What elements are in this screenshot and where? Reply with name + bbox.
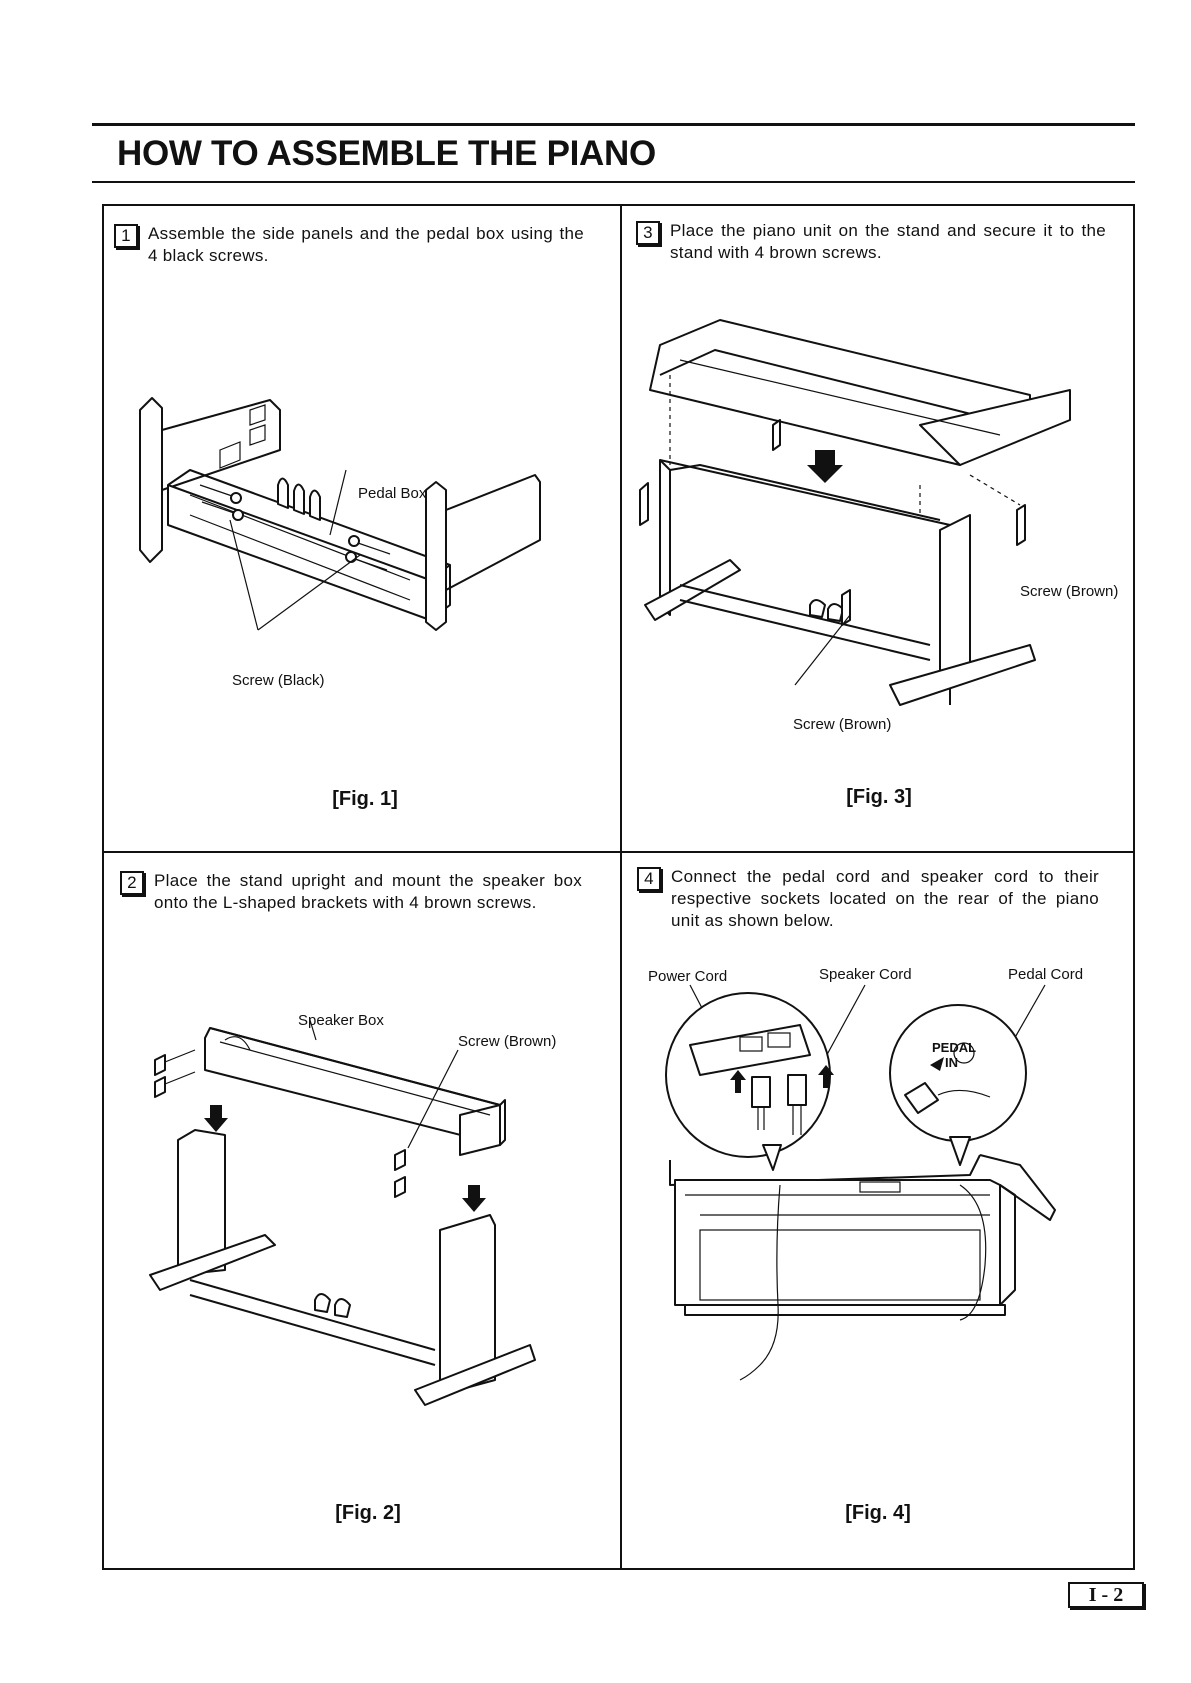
fig-3-illustration	[639, 319, 1071, 706]
fig-1-caption: [Fig. 1]	[332, 788, 398, 810]
step-4-text: Connect the pedal cord and speaker cord …	[671, 867, 1099, 930]
step-1-number: 1	[114, 224, 138, 248]
fig-2-illustration	[149, 1019, 536, 1406]
fig-2-caption: [Fig. 2]	[335, 1502, 401, 1524]
page-title: HOW TO ASSEMBLE THE PIANO	[117, 134, 656, 173]
page-number: I - 2	[1068, 1582, 1144, 1608]
fig-1-pedal-box-label: Pedal Box	[358, 485, 427, 502]
fig-4-pedal-in-label-line1: PEDAL	[932, 1040, 977, 1055]
fig-3-screw-brown-bottom-label: Screw (Brown)	[793, 716, 892, 733]
fig-2-screw-brown-label: Screw (Brown)	[458, 1033, 557, 1050]
fig-4-power-cord-label: Power Cord	[648, 968, 728, 985]
fig-4-caption: [Fig. 4]	[845, 1502, 911, 1524]
instruction-grid	[102, 204, 1135, 1570]
grid-vertical-divider	[620, 204, 622, 1570]
step-2-text: Place the stand upright and mount the sp…	[154, 871, 582, 912]
step-4-instruction: 4 Connect the pedal cord and speaker cor…	[637, 866, 1099, 932]
step-1-text: Assemble the side panels and the pedal b…	[148, 224, 584, 265]
fig-3-screw-brown-right-label: Screw (Brown)	[1020, 583, 1119, 600]
step-4-number: 4	[637, 867, 661, 891]
step-3-number: 3	[636, 221, 660, 245]
fig-4-speaker-cord-label: Speaker Cord	[819, 966, 912, 983]
step-2-instruction: 2 Place the stand upright and mount the …	[120, 870, 582, 914]
fig-3-caption: [Fig. 3]	[846, 786, 912, 808]
grid-horizontal-divider	[102, 851, 1135, 853]
fig-4-pedal-cord-label: Pedal Cord	[1008, 966, 1084, 983]
fig-1-screw-black-label: Screw (Black)	[232, 672, 325, 689]
fig-2-speaker-box-label: Speaker Box	[298, 1012, 384, 1029]
step-3-instruction: 3 Place the piano unit on the stand and …	[636, 220, 1106, 264]
step-2-number: 2	[120, 871, 144, 895]
fig-4-illustration	[665, 984, 1056, 1381]
fig-1-illustration	[139, 397, 541, 631]
header-top-rule	[92, 123, 1135, 126]
fig-4-pedal-in-label-line2: IN	[945, 1055, 958, 1070]
step-3-text: Place the piano unit on the stand and se…	[670, 221, 1106, 262]
header-bottom-rule	[92, 181, 1135, 183]
step-1-instruction: 1 Assemble the side panels and the pedal…	[114, 223, 584, 267]
